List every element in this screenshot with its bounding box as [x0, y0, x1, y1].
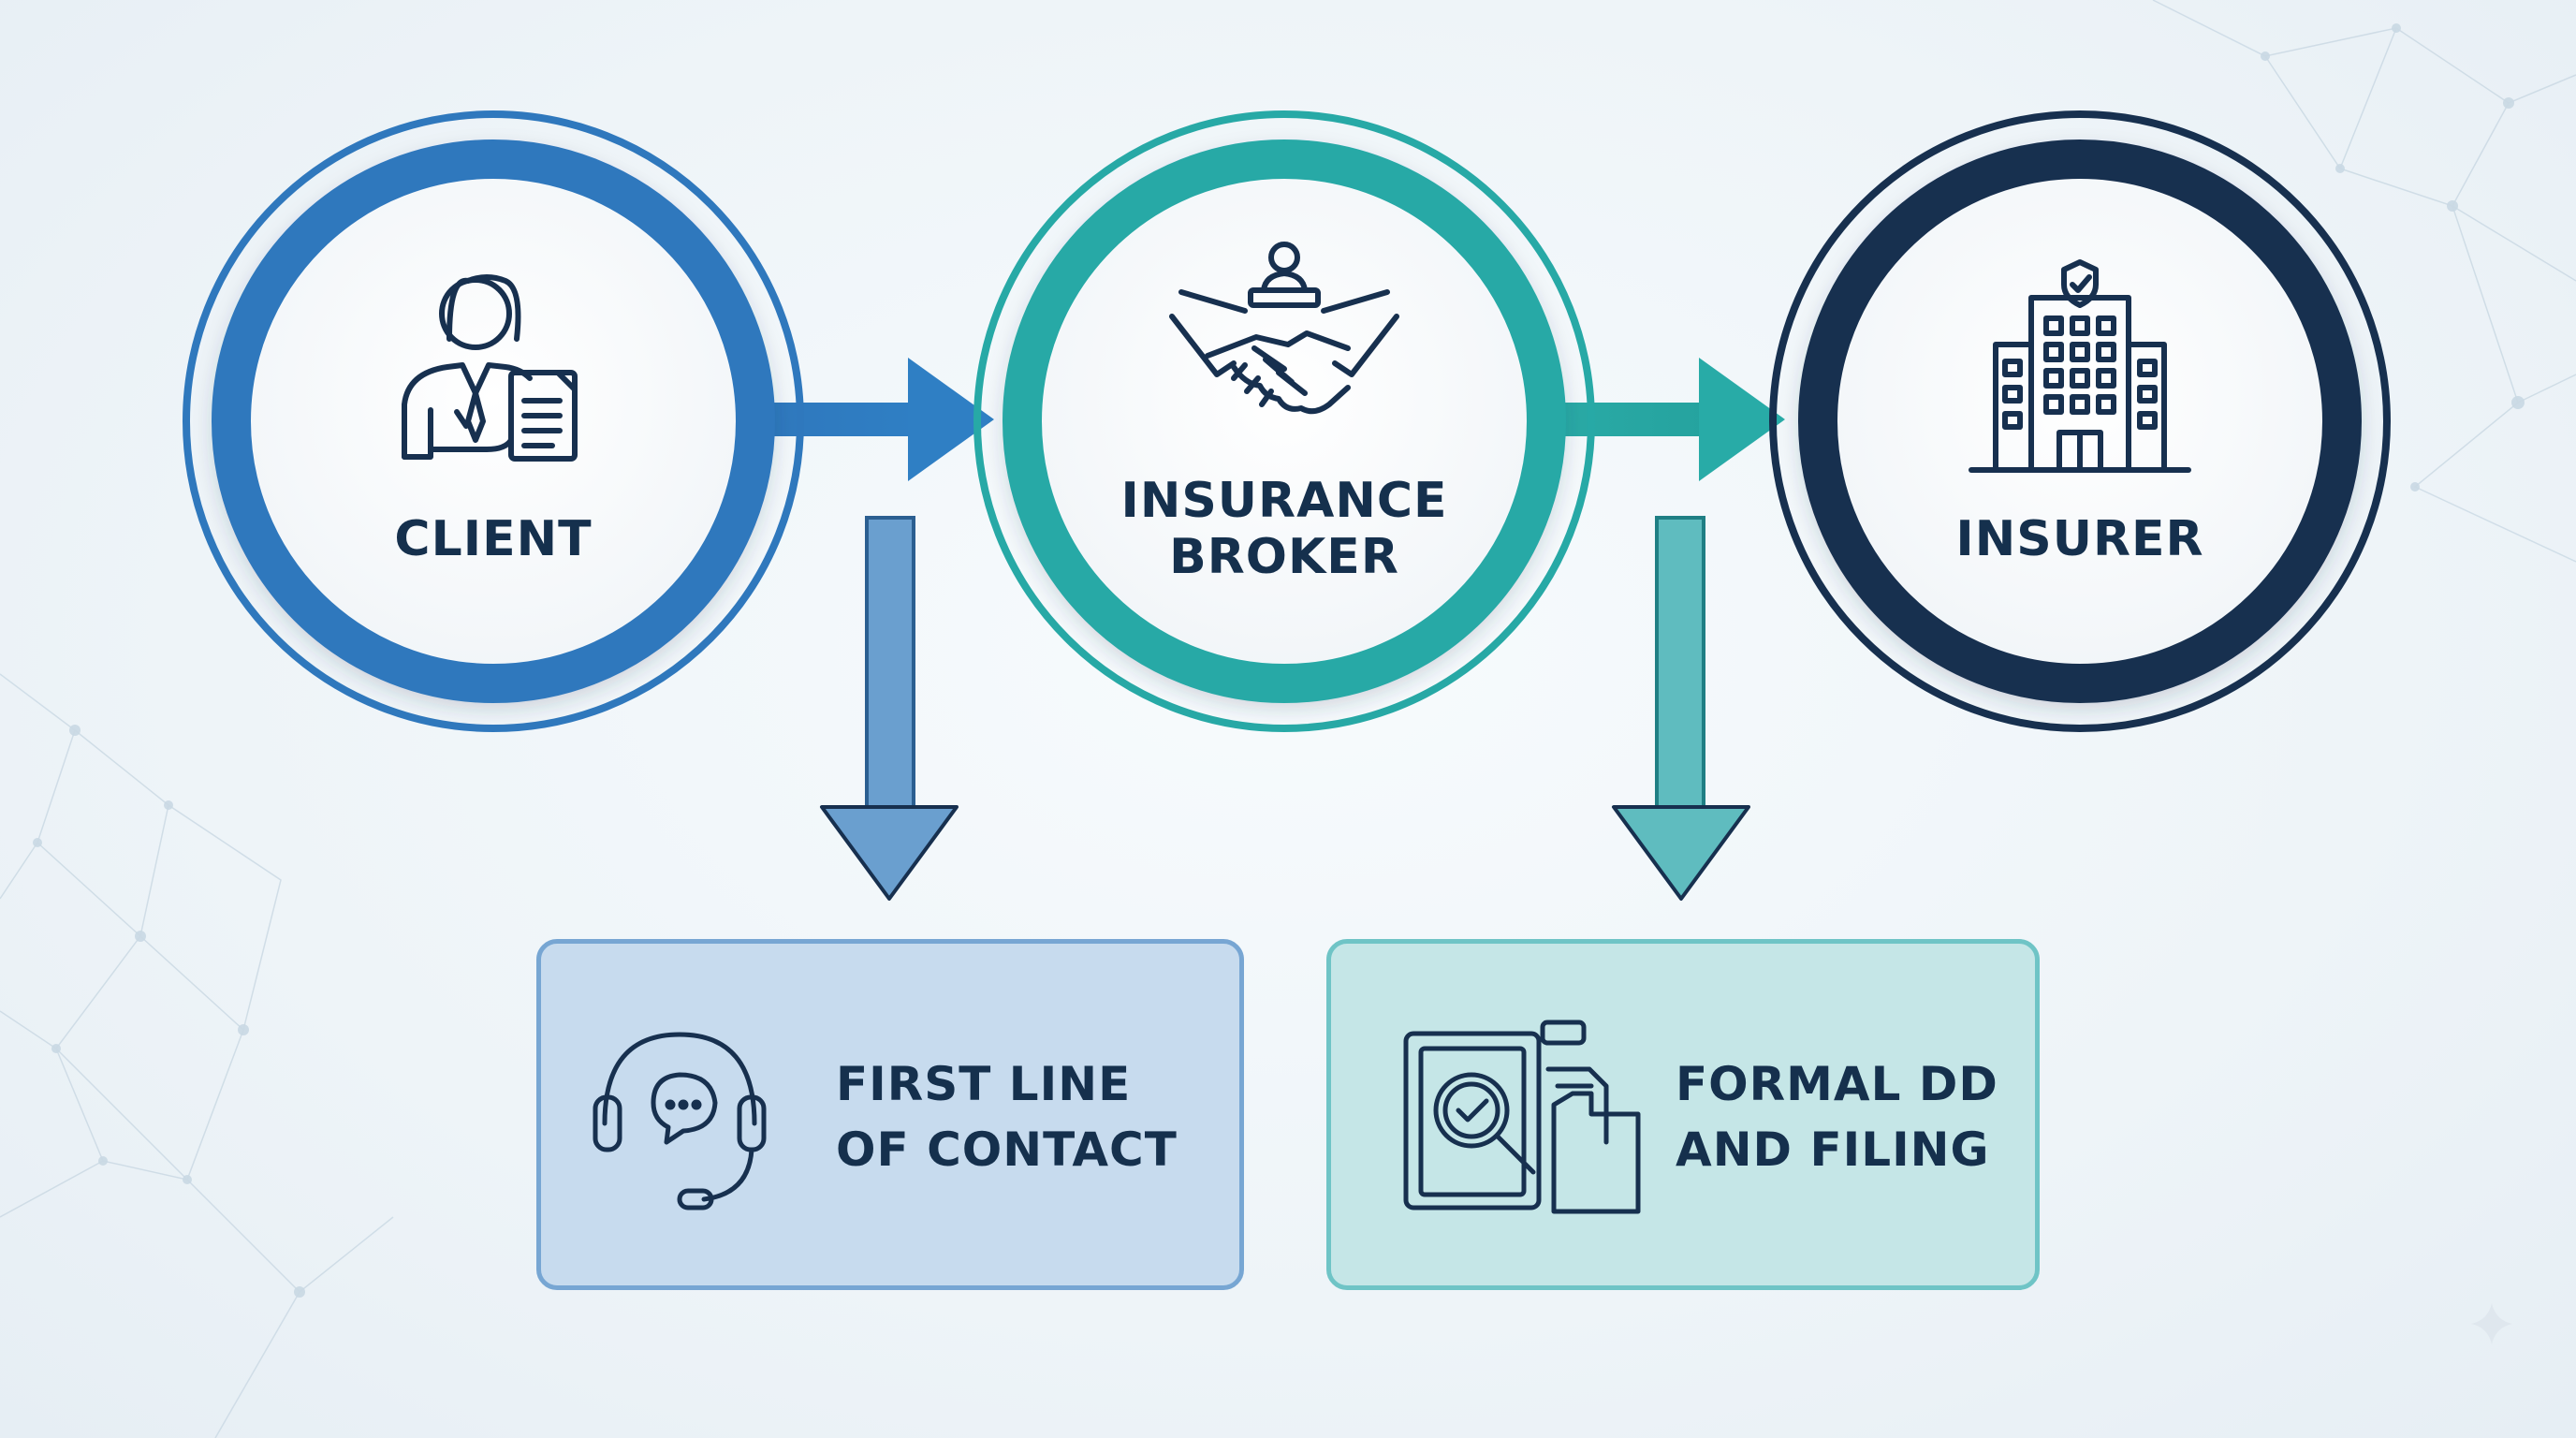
node-label-broker-line2: BROKER: [1169, 529, 1399, 585]
arrow-down-to-contact: [820, 516, 959, 901]
box-label-contact-line2: OF CONTACT: [836, 1123, 1178, 1177]
box-label-filing-line1: FORMAL DD: [1676, 1057, 1998, 1111]
node-label-broker: INSURANCE BROKER: [1097, 473, 1471, 585]
arrow-down-to-filing: [1612, 516, 1750, 901]
handshake-icon: [1169, 242, 1399, 415]
box-label-contact-line1: FIRST LINE: [836, 1057, 1132, 1111]
arrow-client-to-broker: [768, 358, 994, 481]
node-label-broker-line1: INSURANCE: [1120, 473, 1448, 529]
box-label-filing-line2: AND FILING: [1676, 1123, 1990, 1177]
clipboard-check-icon: [1403, 1020, 1641, 1214]
person-document-icon: [402, 274, 578, 462]
node-insurer: [1769, 110, 2391, 732]
arrow-broker-to-insurer: [1554, 358, 1785, 481]
box-label-filing: FORMAL DD AND FILING: [1676, 1051, 1998, 1182]
box-label-contact: FIRST LINE OF CONTACT: [836, 1051, 1178, 1182]
node-client: [183, 110, 804, 732]
headset-chat-icon: [593, 1032, 767, 1211]
node-label-client: CLIENT: [394, 511, 593, 567]
building-shield-icon: [1969, 259, 2191, 473]
node-broker: [973, 110, 1595, 732]
node-label-insurer: INSURER: [1955, 511, 2204, 567]
